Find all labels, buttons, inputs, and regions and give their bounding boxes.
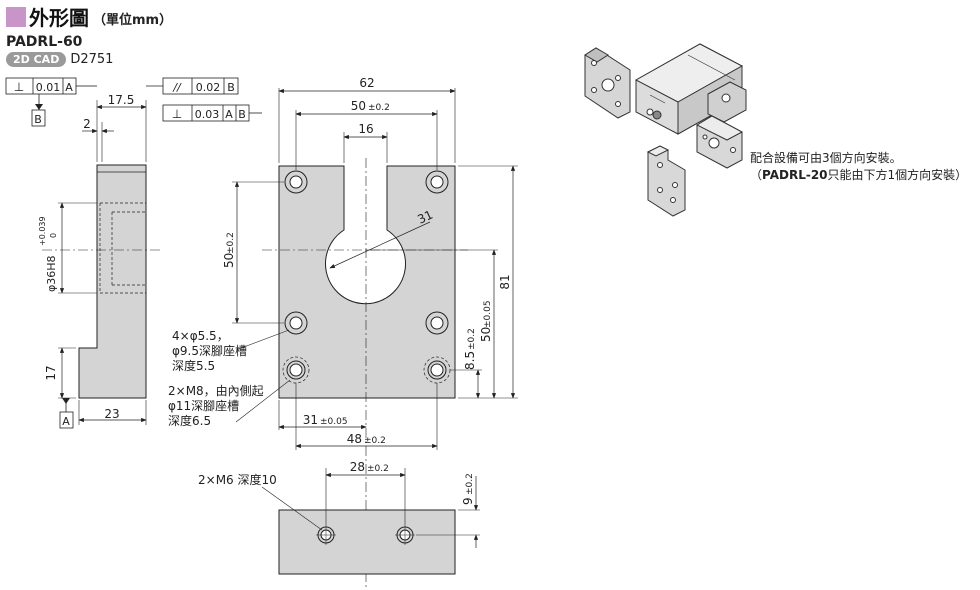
unit-label: （單位mm） bbox=[93, 13, 173, 28]
bottom-dim-9-tol: ±0.2 bbox=[465, 473, 475, 495]
tolerance-frame-parallel-b bbox=[146, 77, 262, 122]
tol-perp-ab-value: 0.03 bbox=[195, 108, 220, 121]
front-view-body bbox=[278, 165, 456, 399]
front-dim-vpitch-value: 50 bbox=[222, 253, 236, 268]
datum-a-label: A bbox=[62, 415, 70, 428]
front-dim-62: 62 bbox=[359, 76, 374, 90]
assembly-note-line1: 配合設備可由3個方向安裝。 bbox=[750, 151, 902, 165]
side-view bbox=[42, 100, 162, 425]
side-view-body bbox=[78, 164, 147, 399]
assembly-note-open: （ bbox=[750, 168, 763, 182]
assembly-note-line2: （PADRL-20只能由下方1個方向安裝） bbox=[750, 166, 967, 183]
side-dim-bore: φ36H8 bbox=[45, 255, 58, 292]
section-color-mark bbox=[6, 6, 26, 27]
callout-tapped-line3: 深度6.5 bbox=[168, 413, 211, 428]
bottom-view-body bbox=[278, 509, 456, 575]
front-dim-50-value: 50 bbox=[351, 99, 366, 113]
callout-cbore-line1: 4×φ5.5， bbox=[172, 329, 229, 343]
side-dim-17-5: 17.5 bbox=[108, 93, 135, 107]
bottom-dim-9: 9 bbox=[461, 497, 475, 505]
cad-row: 2D CAD D2751 bbox=[6, 52, 113, 67]
front-dim-v50-tol: ±0.05 bbox=[483, 300, 493, 328]
bottom-dim-28: 28 bbox=[350, 460, 365, 474]
datum-b-label: B bbox=[34, 113, 42, 126]
cad-code[interactable]: D2751 bbox=[70, 52, 114, 67]
callout-tapped-line2: φ11深腳座槽 bbox=[168, 398, 239, 413]
front-dim-48: 48 bbox=[347, 432, 362, 446]
tol-perp-a-datum: A bbox=[65, 81, 73, 94]
side-dim-2: 2 bbox=[83, 117, 91, 131]
tol-parallel-symbol: // bbox=[172, 81, 182, 94]
front-dim-31: 31 bbox=[303, 413, 318, 427]
section-header: 外形圖 （單位mm） bbox=[6, 2, 172, 31]
bottom-callout-m6: 2×M6 深度10 bbox=[198, 472, 277, 487]
front-dim-vpitch: 50 bbox=[222, 253, 236, 268]
side-dim-23: 23 bbox=[104, 407, 119, 421]
front-dim-48-value: 48 bbox=[347, 432, 362, 446]
assembly-illustration bbox=[584, 43, 747, 217]
front-dim-8-5: 8.5 bbox=[463, 351, 477, 370]
callout-cbore-line2: φ9.5深腳座槽 bbox=[172, 343, 247, 358]
assembly-note-rest: 只能由下方1個方向安裝） bbox=[827, 168, 968, 182]
side-dim-bore-tol-lower: 0 bbox=[49, 233, 58, 238]
callout-cbore-line3: 深度5.5 bbox=[172, 358, 215, 373]
bracket-bottom bbox=[647, 145, 686, 217]
front-dim-50-tol: ±0.2 bbox=[368, 103, 390, 113]
front-dim-31-value: 31 bbox=[303, 413, 318, 427]
tol-perp-a-value: 0.01 bbox=[36, 81, 61, 94]
tol-perp-ab-datum2: B bbox=[238, 108, 246, 121]
front-dim-50: 50 bbox=[351, 99, 366, 113]
front-dim-16: 16 bbox=[358, 122, 373, 136]
front-dim-31-tol: ±0.05 bbox=[320, 417, 348, 427]
bottom-dim-28-tol: ±0.2 bbox=[367, 464, 389, 474]
front-dim-81: 81 bbox=[498, 274, 512, 289]
datum-b-triangle bbox=[35, 104, 43, 110]
front-dim-v50: 50 bbox=[479, 327, 493, 342]
callout-tapped: 2×M8，由內側起 φ11深腳座槽 深度6.5 bbox=[168, 384, 264, 428]
side-dim-17: 17 bbox=[44, 365, 58, 380]
tol-parallel-datum: B bbox=[227, 81, 235, 94]
bottom-view bbox=[261, 468, 480, 575]
tol-parallel-value: 0.02 bbox=[196, 81, 221, 94]
callout-cbore: 4×φ5.5， φ9.5深腳座槽 深度5.5 bbox=[172, 329, 247, 373]
front-view bbox=[232, 88, 518, 588]
bottom-dim-28-value: 28 bbox=[350, 460, 365, 474]
cad-badge[interactable]: 2D CAD bbox=[6, 52, 67, 67]
front-dim-vpitch-tol: ±0.2 bbox=[226, 232, 236, 254]
datum-a-triangle bbox=[62, 398, 70, 404]
tol-perp-ab-datum1: A bbox=[225, 108, 233, 121]
callout-tapped-line1: 2×M8，由內側起 bbox=[168, 384, 264, 398]
side-dim-bore-tol-upper: +0.039 bbox=[38, 216, 47, 246]
model-number: PADRL-60 bbox=[6, 34, 83, 50]
section-title: 外形圖 bbox=[29, 6, 89, 30]
front-dim-31-diameter: 31 bbox=[415, 208, 435, 227]
assembly-note-model: PADRL-20 bbox=[762, 168, 828, 182]
front-dim-48-tol: ±0.2 bbox=[364, 436, 386, 446]
tol-perp-a-symbol: ⊥ bbox=[14, 80, 24, 94]
tol-perp-ab-symbol: ⊥ bbox=[172, 107, 182, 121]
front-dim-8-5-tol: ±0.2 bbox=[467, 328, 477, 350]
